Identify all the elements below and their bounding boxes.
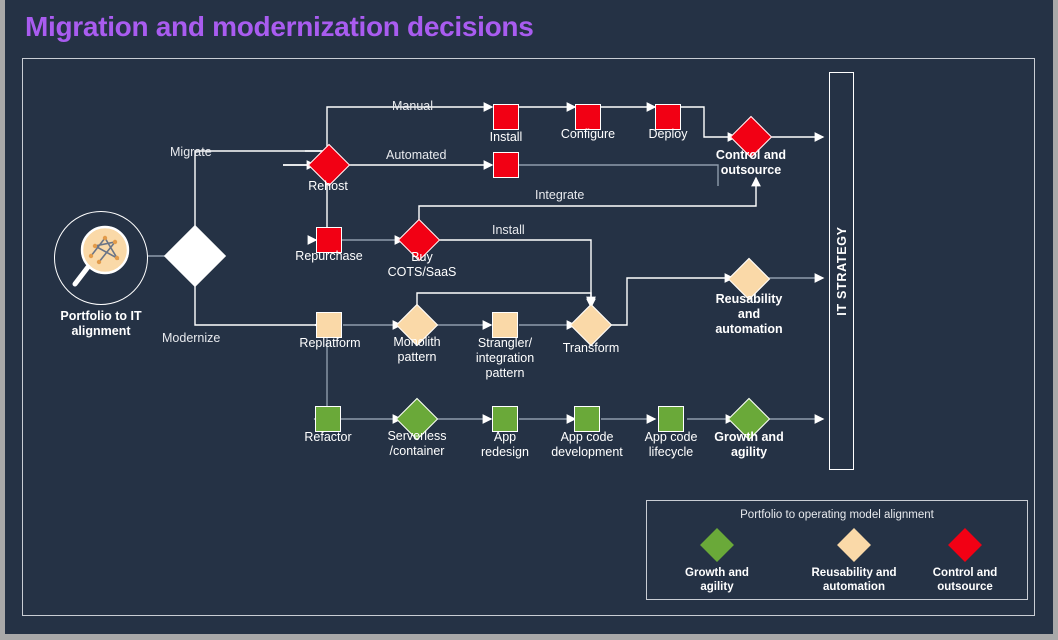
node-app-redesign[interactable] bbox=[492, 406, 518, 432]
node-app-code-lifecycle-label: App code lifecycle bbox=[644, 430, 698, 459]
node-buy-cots-saas-label: Buy COTS/SaaS bbox=[387, 250, 457, 279]
node-strangler-integration-pattern[interactable] bbox=[492, 312, 518, 338]
node-replatform[interactable] bbox=[316, 312, 342, 338]
portfolio-magnifier-icon bbox=[54, 211, 148, 305]
legend-title: Portfolio to operating model alignment bbox=[740, 509, 934, 521]
legend-item-control: Control and outsource bbox=[905, 528, 1025, 594]
edge-label-migrate: Migrate bbox=[170, 145, 212, 159]
it-strategy-label: IT STRATEGY bbox=[834, 226, 849, 316]
node-configure[interactable] bbox=[575, 104, 601, 130]
page-title: Migration and modernization decisions bbox=[25, 11, 534, 42]
legend-diamond-orange bbox=[837, 528, 871, 562]
node-refactor-label: Refactor bbox=[304, 430, 352, 444]
legend-diamond-green bbox=[700, 528, 734, 562]
node-configure-label: Configure bbox=[560, 127, 616, 141]
legend-item-growth-label: Growth and agility bbox=[685, 567, 749, 593]
edge-label-integrate: Integrate bbox=[535, 188, 585, 202]
node-strangler-integration-pattern-label: Strangler/ integration pattern bbox=[475, 336, 535, 380]
legend-diamond-red bbox=[948, 528, 982, 562]
node-app-redesign-label: App redesign bbox=[481, 430, 529, 459]
legend-item-control-label: Control and outsource bbox=[932, 567, 998, 593]
node-refactor[interactable] bbox=[315, 406, 341, 432]
edge-label-modernize: Modernize bbox=[162, 331, 221, 345]
legend: Portfolio to operating model alignment G… bbox=[646, 500, 1028, 600]
edge-label-manual: Manual bbox=[392, 99, 433, 113]
node-app-code-development[interactable] bbox=[574, 406, 600, 432]
node-serverless-container-label: Serverless /container bbox=[387, 429, 447, 458]
slide-canvas: Migration and modernization decisions bbox=[5, 0, 1053, 634]
node-install[interactable] bbox=[493, 104, 519, 130]
node-app-code-development-label: App code development bbox=[551, 430, 623, 459]
node-deploy-label: Deploy bbox=[648, 127, 688, 141]
node-transform-label: Transform bbox=[562, 341, 620, 355]
outcome-control-and-outsource-label: Control and outsource bbox=[715, 148, 787, 177]
start-label: Portfolio to IT alignment bbox=[60, 309, 142, 338]
outcome-reusability-and-automation-label: Reusability and automation bbox=[715, 292, 783, 336]
node-monolith-pattern-label: Monolith pattern bbox=[393, 335, 441, 364]
diagram-frame bbox=[22, 58, 1035, 616]
node-rehost-label: Rehost bbox=[308, 179, 348, 193]
node-repurchase-label: Repurchase bbox=[295, 249, 363, 263]
node-automated-step[interactable] bbox=[493, 152, 519, 178]
node-app-code-lifecycle[interactable] bbox=[658, 406, 684, 432]
outcome-growth-and-agility-label: Growth and agility bbox=[714, 430, 784, 459]
edge-label-automated: Automated bbox=[386, 148, 447, 162]
legend-item-reusability-label: Reusability and automation bbox=[811, 567, 897, 593]
legend-item-reusability: Reusability and automation bbox=[794, 528, 914, 594]
legend-item-growth: Growth and agility bbox=[657, 528, 777, 594]
node-replatform-label: Replatform bbox=[299, 336, 361, 350]
it-strategy-box[interactable]: IT STRATEGY bbox=[829, 72, 854, 470]
node-deploy[interactable] bbox=[655, 104, 681, 130]
edge-label-install: Install bbox=[492, 223, 525, 237]
node-repurchase[interactable] bbox=[316, 227, 342, 253]
node-install-label: Install bbox=[489, 130, 523, 144]
